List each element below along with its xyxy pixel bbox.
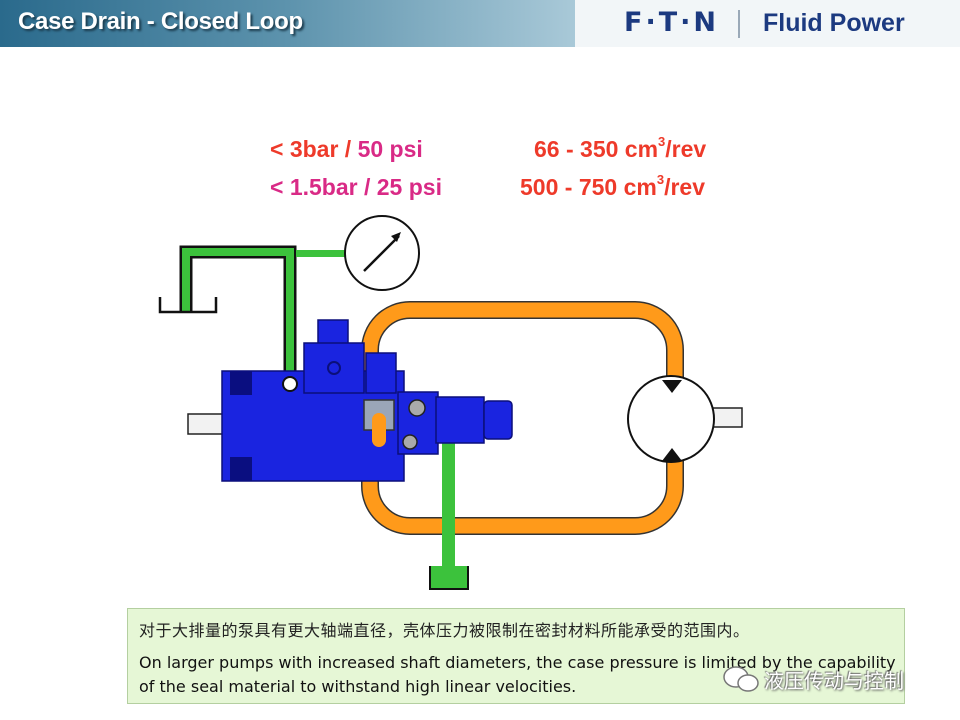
spec-displacement-1: 66 - 350 cm3/rev xyxy=(534,134,707,162)
drain-line-lower xyxy=(442,442,455,572)
note-chinese: 对于大排量的泵具有更大轴端直径，壳体压力被限制在密封材料所能承受的范围内。 xyxy=(139,621,750,640)
brand-separator xyxy=(738,10,740,38)
note-english: On larger pumps with increased shaft dia… xyxy=(139,653,896,696)
drain-tank-top xyxy=(158,297,218,314)
drain-line-upper xyxy=(179,245,346,380)
spec-displacement-2: 500 - 750 cm3/rev xyxy=(520,172,705,200)
spec-pressure-1: < 3bar / 50 psi xyxy=(270,136,423,162)
hydraulic-motor xyxy=(627,375,743,463)
eaton-logo: F·T·N xyxy=(624,7,719,38)
slide-title: Case Drain - Closed Loop xyxy=(18,8,303,35)
drain-tank-bottom xyxy=(429,566,469,590)
watermark-text: 液压传动与控制 xyxy=(764,669,904,693)
pressure-gauge xyxy=(344,215,420,291)
wechat-icon xyxy=(723,666,759,692)
brand-panel xyxy=(575,0,960,47)
pump-assembly xyxy=(187,319,513,482)
spec-pressure-2: < 1.5bar / 25 psi xyxy=(270,174,442,200)
note-box: 对于大排量的泵具有更大轴端直径，壳体压力被限制在密封材料所能承受的范围内。 On… xyxy=(127,608,905,704)
brand-name: Fluid Power xyxy=(763,9,905,37)
case-drain-port xyxy=(282,376,298,392)
